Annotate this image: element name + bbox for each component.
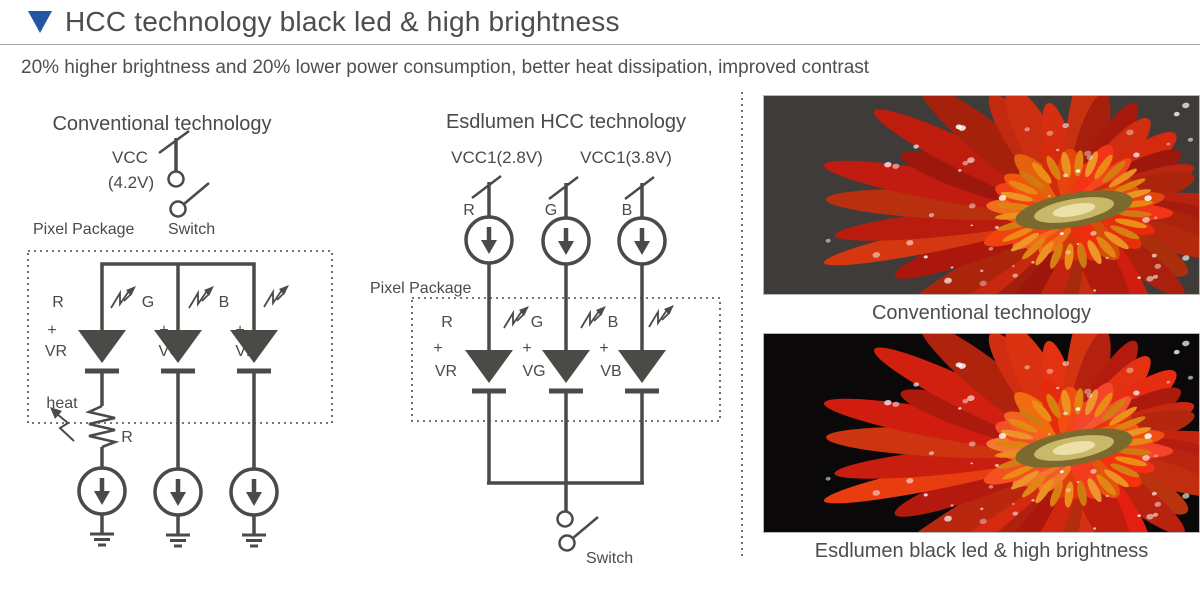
ground-symbol (240, 533, 268, 548)
led-r-label: R (52, 294, 64, 311)
switch-symbol (556, 510, 599, 552)
current-source-g (543, 218, 589, 264)
switch-label: Switch (586, 550, 633, 567)
light-emission-icon (580, 305, 607, 329)
led-diode-r (78, 330, 126, 371)
comparison-column: Conventional technology Esdlumen black l… (763, 95, 1200, 571)
flower-photo (764, 96, 1199, 294)
vcc1-label: VCC1(2.8V) (451, 148, 543, 167)
page-subtitle: 20% higher brightness and 20% lower powe… (21, 57, 870, 78)
comparison-image-black-led (763, 333, 1200, 533)
vr-label: VR (45, 343, 67, 360)
source-g-label: G (545, 202, 557, 219)
heat-label: heat (46, 395, 78, 412)
source-b-label: B (622, 202, 633, 219)
conventional-circuit: Conventional technology VCC (4.2V) Pixel… (27, 113, 333, 548)
vcc-value: (4.2V) (108, 173, 154, 192)
current-source-b (619, 218, 665, 264)
pixel-package-label: Pixel Package (33, 221, 134, 238)
plus-sign: + (522, 340, 531, 357)
light-emission-icon (648, 304, 675, 328)
led-b-label: B (219, 294, 230, 311)
current-source-r (466, 217, 512, 263)
flower-photo (764, 334, 1199, 532)
vcc2-label: VCC1(3.8V) (580, 148, 672, 167)
page-title: HCC technology black led & high brightne… (65, 6, 620, 37)
heat-arrow-icon (50, 407, 75, 442)
plus-sign: + (599, 340, 608, 357)
led-diode-g (542, 350, 590, 391)
vb-label: VB (600, 363, 621, 380)
hcc-title: Esdlumen HCC technology (446, 111, 686, 133)
header-divider (0, 44, 1200, 45)
supply-terminals (471, 175, 655, 218)
vr-label: VR (435, 363, 457, 380)
pixel-package-box (27, 250, 333, 424)
led-diode-r (465, 350, 513, 391)
current-source-g (155, 469, 201, 515)
light-emission-icon (263, 284, 290, 308)
hcc-circuit: Esdlumen HCC technology VCC1(2.8V) VCC1(… (370, 111, 721, 567)
led-b-label: B (608, 314, 619, 331)
led-r-label: R (441, 314, 453, 331)
light-emission-icon (110, 285, 137, 309)
plus-sign: + (433, 340, 442, 357)
light-emission-icon (503, 305, 530, 329)
pixel-package-label: Pixel Package (370, 280, 471, 297)
triangle-bullet-icon (28, 11, 52, 33)
led-g-label: G (531, 314, 543, 331)
comparison-image-conventional (763, 95, 1200, 295)
resistor-label: R (121, 429, 133, 446)
vcc-switch-symbol (158, 129, 210, 218)
plus-sign: + (47, 322, 56, 339)
ground-symbol (88, 532, 116, 547)
circuit-diagrams: Conventional technology VCC (4.2V) Pixel… (27, 92, 743, 567)
current-source-r (79, 468, 125, 514)
switch-label: Switch (168, 221, 215, 238)
content: Conventional technology VCC (4.2V) Pixel… (0, 90, 1200, 593)
page-header: HCC technology black led & high brightne… (28, 6, 620, 38)
light-emission-icon (188, 285, 215, 309)
led-diode-b (618, 350, 666, 391)
conventional-title: Conventional technology (52, 113, 271, 135)
caption-black-led: Esdlumen black led & high brightness (814, 540, 1149, 562)
vg-label: VG (522, 363, 545, 380)
led-g-label: G (142, 294, 154, 311)
resistor-symbol (85, 404, 120, 469)
caption-conventional: Conventional technology (871, 302, 1092, 324)
source-r-label: R (463, 202, 475, 219)
current-source-b (231, 469, 277, 515)
ground-symbol (164, 533, 192, 548)
vcc-label: VCC (112, 148, 148, 167)
